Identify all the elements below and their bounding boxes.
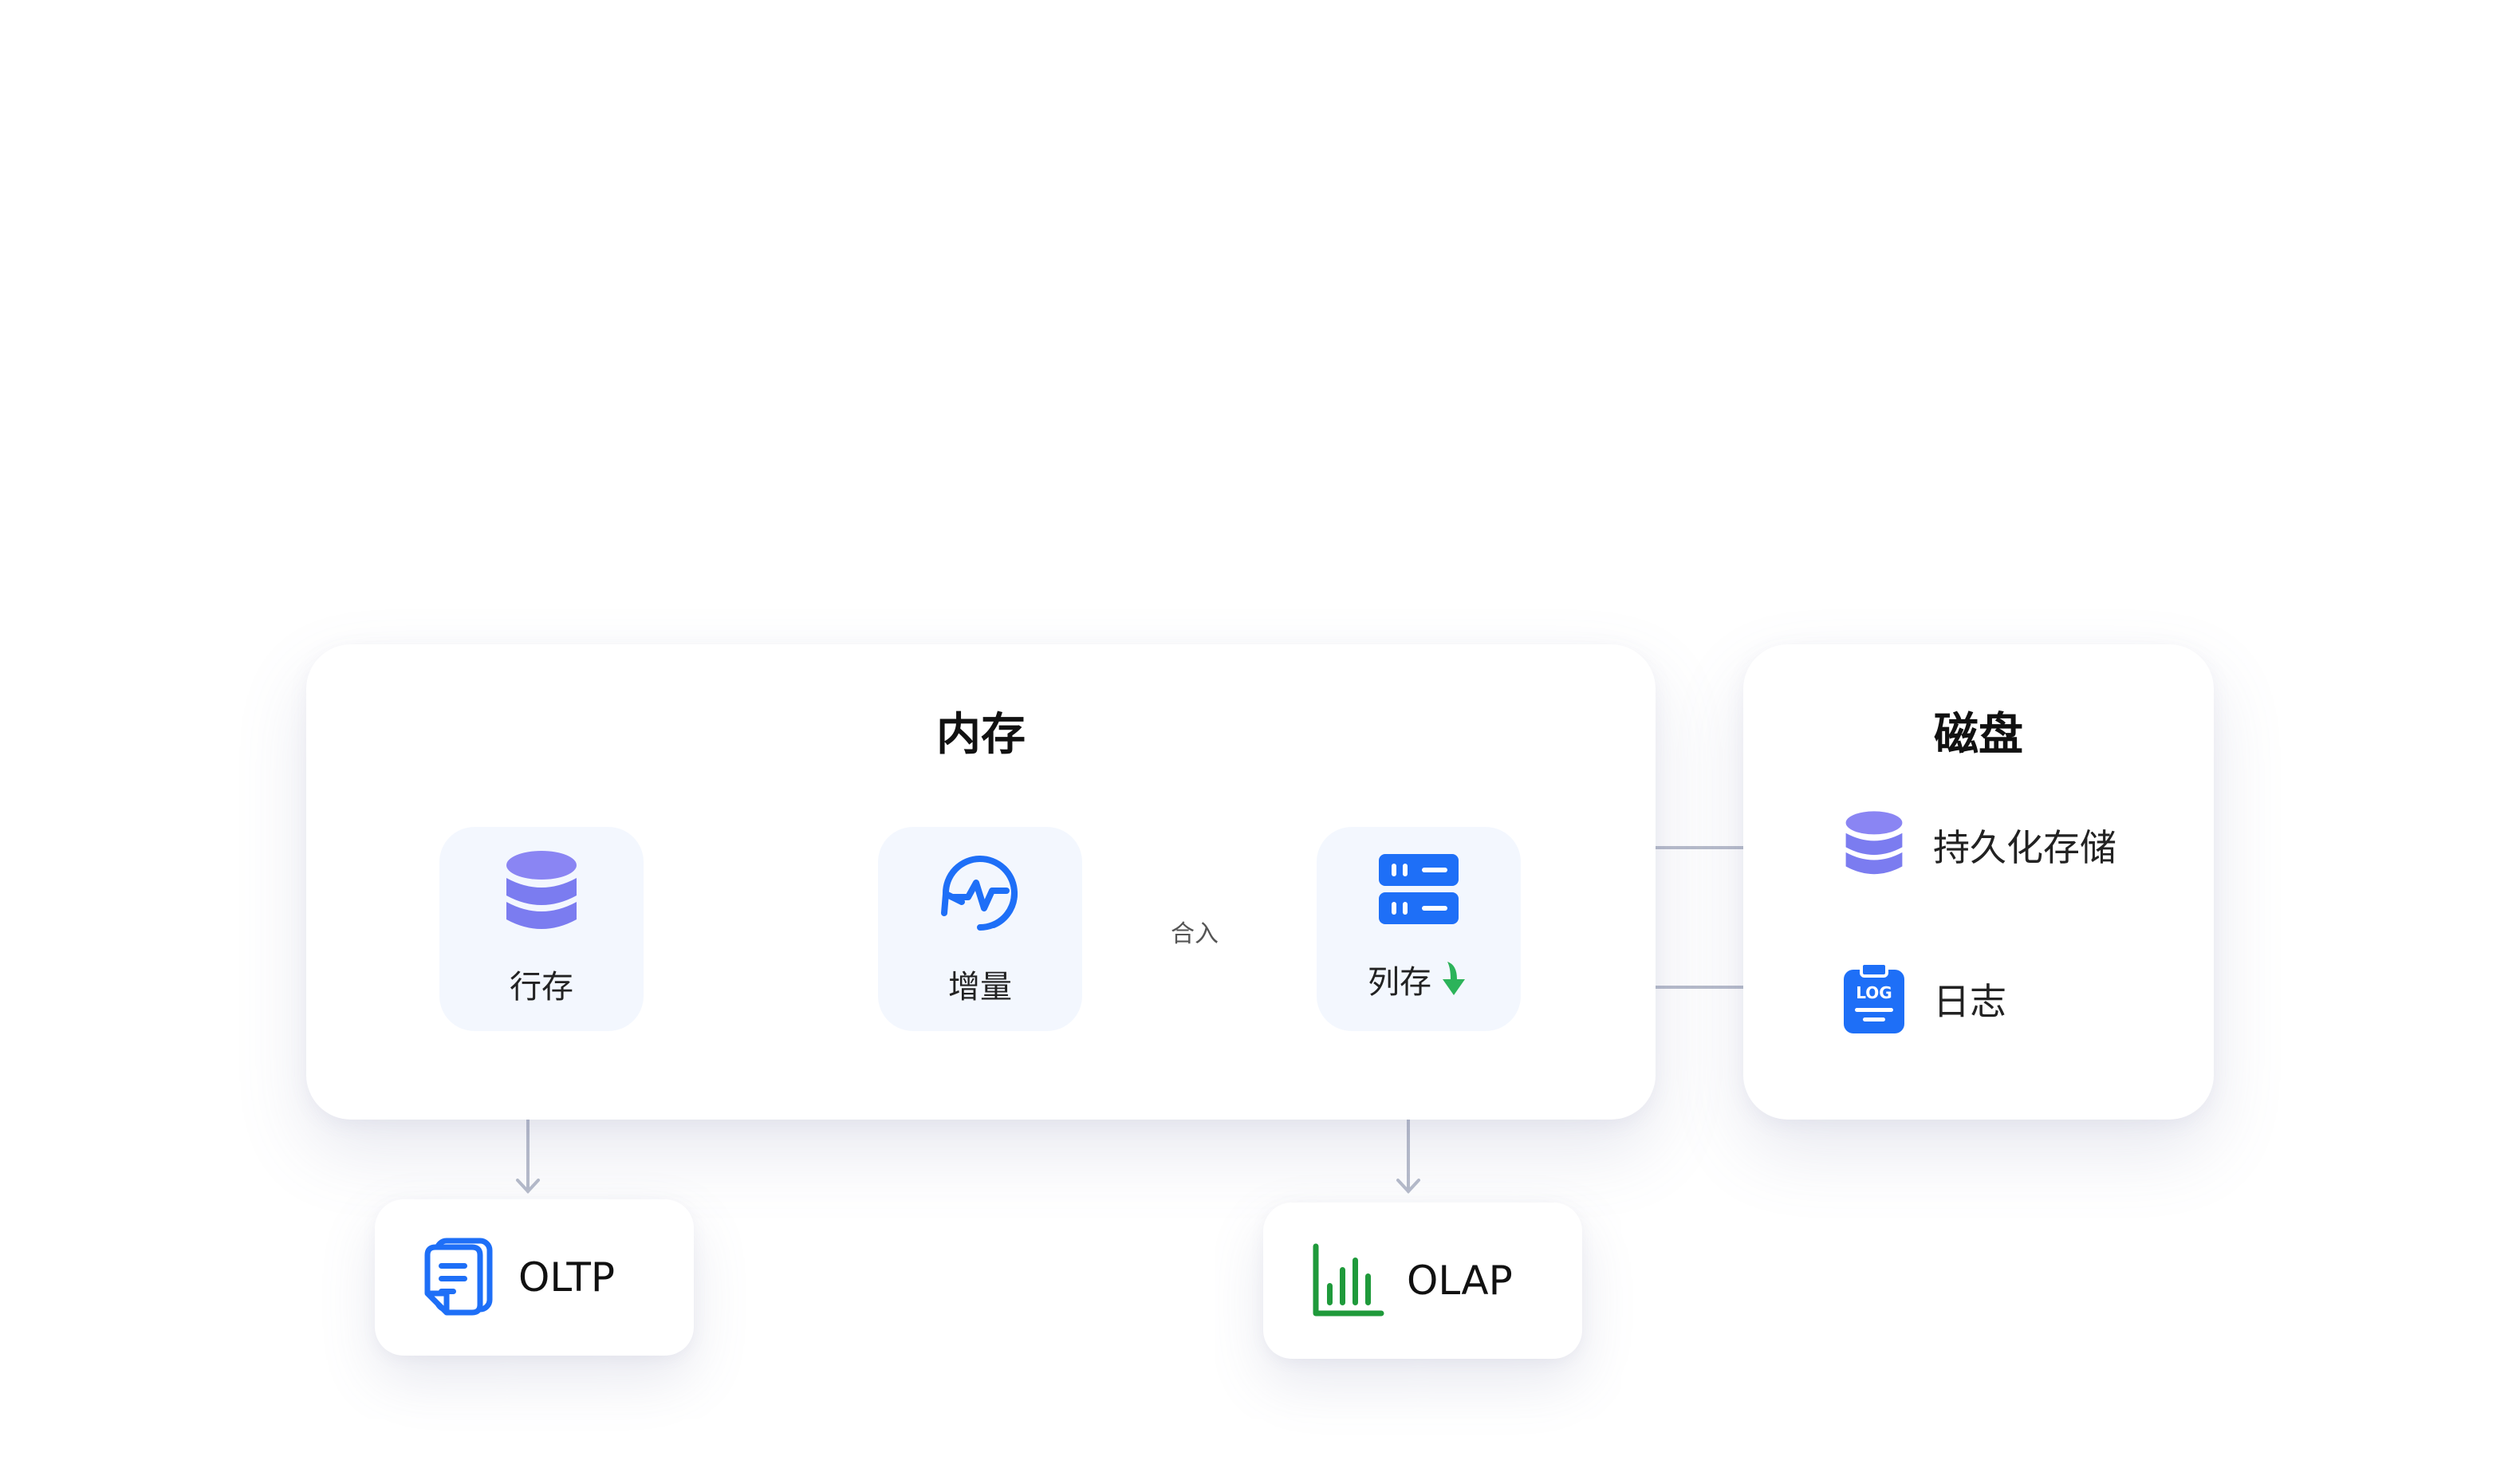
persistent-storage-item[interactable]: 持久化存储 [1842, 809, 2116, 881]
memory-title: 内存 [936, 709, 1026, 761]
column-store-node[interactable]: 列存 [1317, 827, 1521, 1031]
log-icon-text: LOG [1856, 983, 1892, 1002]
delta-label: 增量 [948, 969, 1012, 1006]
olap-label: OLAP [1407, 1258, 1513, 1304]
oltp-label: OLTP [518, 1254, 616, 1301]
column-store-label: 列存 [1317, 956, 1521, 1002]
olap-card[interactable]: OLAP [1263, 1202, 1582, 1359]
green-down-arrow-icon [1439, 960, 1470, 998]
heartbeat-icon [878, 849, 1082, 945]
delta-node[interactable]: 增量 [878, 827, 1082, 1031]
row-store-node[interactable]: 行存 [439, 827, 644, 1031]
log-label: 日志 [1933, 980, 2006, 1023]
oltp-card[interactable]: OLTP [375, 1199, 694, 1356]
log-item[interactable]: LOG 日志 [1842, 963, 2006, 1035]
bar-chart-icon [1309, 1239, 1386, 1322]
row-store-label: 行存 [510, 969, 573, 1006]
database-icon [439, 849, 644, 945]
persistent-storage-label: 持久化存储 [1933, 826, 2116, 869]
disk-title: 磁盘 [1934, 709, 2023, 761]
disk-panel: 磁盘 [1743, 644, 2214, 1120]
database-icon [1842, 809, 1906, 881]
merge-label: 合入 [1171, 920, 1219, 948]
document-icon [421, 1236, 498, 1319]
log-clipboard-icon: LOG [1842, 963, 1906, 1035]
column-store-text: 列存 [1368, 964, 1431, 1001]
server-icon [1317, 849, 1521, 945]
